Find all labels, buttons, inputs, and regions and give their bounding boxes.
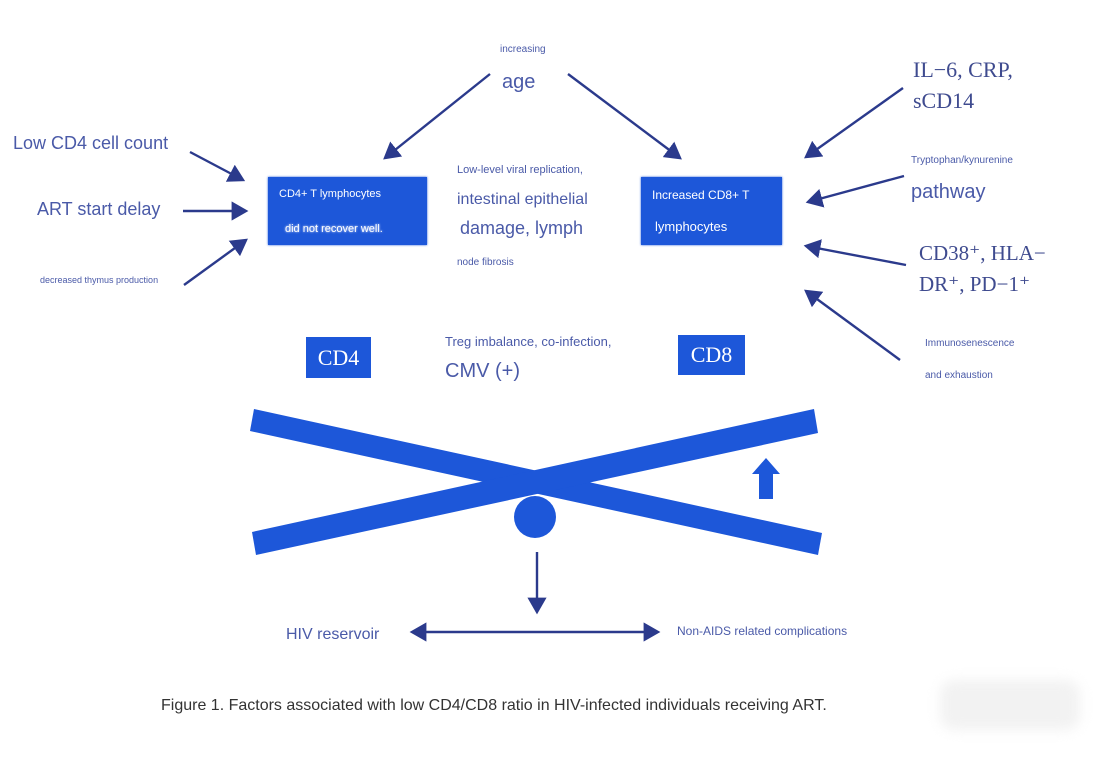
thymus-label: decreased thymus production (40, 275, 159, 285)
age-label: age (502, 71, 536, 93)
pathway-label: pathway (911, 181, 986, 203)
cd4-lymphocytes-box: CD4+ T lymphocytes did not recover well. (268, 177, 427, 245)
hiv-reservoir-label: HIV reservoir (286, 626, 380, 643)
arrow-age-to-cd4 (383, 73, 491, 160)
non-aids-label: Non-AIDS related complications (677, 624, 848, 638)
damage-lymph-text: damage, lymph (460, 218, 584, 238)
fulcrum-circle (514, 496, 556, 538)
intestinal-text: intestinal epithelial (457, 191, 588, 208)
dr-pd1-label: DR⁺, PD−1⁺ (919, 272, 1031, 296)
up-arrow (752, 458, 780, 499)
cd4-label: CD4 (306, 337, 371, 378)
treg-text: Treg imbalance, co-infection, (445, 334, 612, 349)
cd8-box-line2: lymphocytes (655, 219, 728, 234)
arrow-age-to-cd8 (567, 73, 682, 160)
seesaw-bar-ascending (252, 409, 818, 555)
immunosenescence-label: Immunosenescence (925, 338, 1015, 349)
figure-caption: Figure 1. Factors associated with low CD… (161, 697, 827, 714)
low-cd4-label: Low CD4 cell count (13, 133, 169, 153)
arrow-immuno (804, 289, 901, 361)
cd8-box-line1: Increased CD8+ T (652, 188, 750, 202)
viral-replication-text: Low-level viral replication, (457, 164, 583, 176)
scd14-label: sCD14 (913, 88, 975, 113)
node-fibrosis-text: node fibrosis (457, 257, 514, 268)
cd4-box-line2: did not recover well. (285, 223, 383, 235)
arrow-il6 (804, 87, 904, 159)
cd4-box-line1: CD4+ T lymphocytes (279, 188, 381, 200)
arrow-tryptophan (805, 174, 905, 208)
art-delay-label: ART start delay (37, 199, 161, 219)
cd8-lymphocytes-box: Increased CD8+ T lymphocytes (641, 177, 782, 245)
arrow-thymus (183, 238, 248, 286)
cd38-hla-label: CD38⁺, HLA− (919, 241, 1046, 265)
background-smudge (940, 680, 1080, 730)
exhaustion-label: and exhaustion (925, 370, 993, 381)
il6-crp-label: IL−6, CRP, (913, 57, 1013, 82)
cd8-label: CD8 (678, 335, 745, 375)
arrow-low-cd4 (189, 150, 246, 182)
cmv-text: CMV (+) (445, 360, 520, 382)
arrow-cd38 (803, 239, 907, 267)
tryptophan-label: Tryptophan/kynurenine (911, 155, 1013, 166)
increasing-label: increasing (500, 44, 546, 55)
